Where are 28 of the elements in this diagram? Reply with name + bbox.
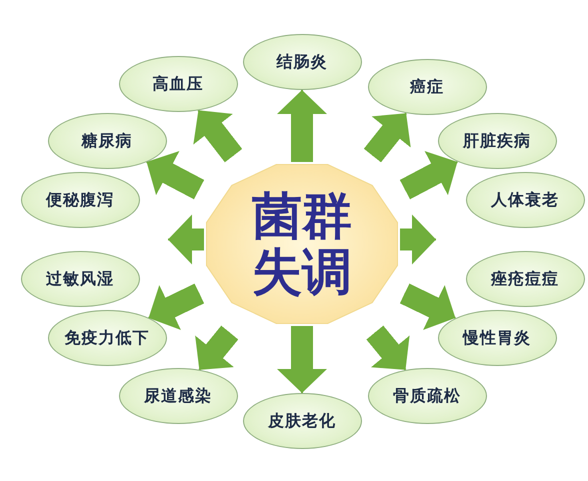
arrow — [366, 323, 410, 371]
arrow — [195, 323, 238, 370]
center-polygon — [206, 164, 398, 324]
condition-label: 痤疮痘痘 — [491, 268, 559, 290]
arrow — [398, 284, 456, 330]
condition-label: 人体衰老 — [491, 190, 559, 210]
condition-label: 结肠炎 — [276, 52, 328, 72]
arrow — [146, 151, 206, 200]
condition-label: 免疫力低下 — [64, 328, 150, 348]
condition-label: 慢性胃炎 — [463, 328, 531, 348]
arrow — [168, 214, 206, 264]
condition-label: 便秘腹泻 — [46, 190, 114, 210]
center-title: 菌群失调 — [252, 188, 352, 300]
arrow — [398, 214, 436, 264]
condition-label: 骨质疏松 — [393, 386, 461, 406]
condition-label: 高血压 — [152, 74, 204, 94]
condition-label: 皮肤老化 — [268, 410, 336, 432]
arrow — [277, 324, 327, 393]
condition-label: 过敏风湿 — [46, 268, 114, 290]
condition-label: 肝脏疾病 — [463, 130, 531, 152]
condition-label: 糖尿病 — [82, 130, 132, 152]
arrow — [277, 90, 327, 164]
arrow — [148, 284, 206, 330]
arrow — [398, 151, 458, 200]
condition-label: 癌症 — [410, 76, 444, 98]
arrow — [193, 110, 242, 165]
arrow — [364, 112, 411, 165]
condition-label: 尿道感染 — [144, 386, 212, 406]
